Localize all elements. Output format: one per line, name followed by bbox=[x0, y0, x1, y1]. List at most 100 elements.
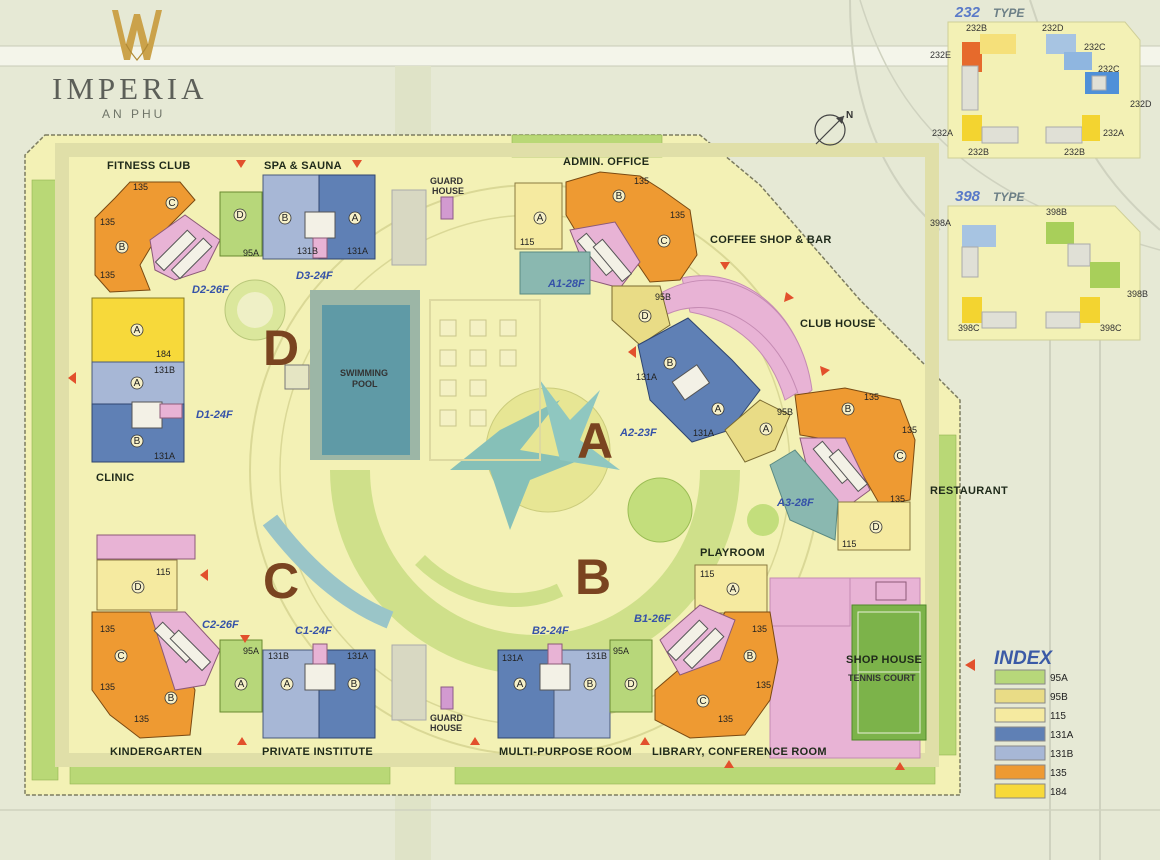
tower-labels: D2-26F D3-24F D1-24F A1-28F A2-23F A3-28… bbox=[192, 270, 814, 637]
circle-d-a2: D bbox=[641, 311, 648, 322]
label-232c-1: 232C bbox=[1084, 42, 1106, 52]
unit-95a: 95A bbox=[613, 646, 629, 656]
label-admin-office: ADMIN. OFFICE bbox=[563, 156, 649, 168]
brand-emblem bbox=[112, 10, 162, 60]
inner-road bbox=[55, 143, 939, 767]
circle-d-c2: D bbox=[134, 582, 141, 593]
index-label: 131A bbox=[1050, 730, 1074, 741]
circle-b-d2: B bbox=[119, 242, 126, 253]
label-232c-2: 232C bbox=[1098, 64, 1120, 74]
tower-label-b2: B2-24F bbox=[532, 625, 569, 637]
unit-135: 135 bbox=[670, 210, 685, 220]
unit-135: 135 bbox=[864, 392, 879, 402]
unit-135: 135 bbox=[100, 217, 115, 227]
index-label: 135 bbox=[1050, 768, 1067, 779]
zone-d: D bbox=[263, 320, 299, 376]
circle-b-a2: B bbox=[667, 358, 674, 369]
unit-135: 135 bbox=[100, 682, 115, 692]
label-232a-left: 232A bbox=[932, 128, 953, 138]
small-labels: GUARD HOUSE SWIMMING POOL TENNIS COURT G… bbox=[340, 176, 916, 733]
circle-b-b2: B bbox=[587, 679, 594, 690]
type-398-number: 398 bbox=[955, 188, 981, 205]
tower-label-a2: A2-23F bbox=[619, 427, 657, 439]
index-swatch bbox=[994, 669, 1046, 685]
label-restaurant: RESTAURANT bbox=[930, 485, 1008, 497]
tower-label-d3: D3-24F bbox=[296, 270, 333, 282]
parking-top bbox=[391, 189, 427, 266]
tower-label-c2: C2-26F bbox=[202, 619, 239, 631]
unit-131a: 131A bbox=[502, 653, 523, 663]
label-fitness-club: FITNESS CLUB bbox=[107, 160, 191, 172]
label-232d-right: 232D bbox=[1130, 99, 1152, 109]
label-guard-house-bottom-1: GUARD bbox=[430, 713, 463, 723]
circle-b-a3: B bbox=[845, 404, 852, 415]
circle-b-c1: B bbox=[351, 679, 358, 690]
north-label: N bbox=[846, 110, 853, 121]
label-pool-2: POOL bbox=[352, 379, 378, 389]
tower-label-a3: A3-28F bbox=[776, 497, 814, 509]
brand-logo: IMPERIA AN PHU bbox=[52, 10, 203, 121]
index-label: 184 bbox=[1050, 787, 1067, 798]
index-swatch bbox=[994, 688, 1046, 704]
circle-a-c1b: A bbox=[284, 679, 291, 690]
label-232e: 232E bbox=[930, 50, 951, 60]
label-398b-top: 398B bbox=[1046, 207, 1067, 217]
circle-c-c2: C bbox=[117, 651, 124, 662]
unit-131a: 131A bbox=[636, 372, 657, 382]
unit-131a: 131A bbox=[347, 651, 368, 661]
type-232-number: 232 bbox=[954, 4, 981, 21]
unit-131a: 131A bbox=[347, 246, 368, 256]
label-coffee-shop: COFFEE SHOP & BAR bbox=[710, 234, 832, 246]
clubhouse bbox=[649, 279, 813, 401]
circle-a-b1: A bbox=[730, 584, 737, 595]
unit-135: 135 bbox=[100, 624, 115, 634]
circle-b-a1: B bbox=[616, 191, 623, 202]
unit-95b: 95B bbox=[777, 407, 793, 417]
unit-115: 115 bbox=[520, 237, 534, 247]
tower-label-d1: D1-24F bbox=[196, 409, 233, 421]
index-label: 115 bbox=[1050, 711, 1066, 722]
circle-d-d3: D bbox=[236, 210, 243, 221]
unit-135: 135 bbox=[902, 425, 917, 435]
pool-pavilion bbox=[284, 364, 310, 390]
label-clinic: CLINIC bbox=[96, 472, 134, 484]
unit-135: 135 bbox=[890, 494, 905, 504]
label-shop-house: SHOP HOUSE bbox=[846, 654, 922, 666]
unit-95a: 95A bbox=[243, 646, 259, 656]
unit-131b: 131B bbox=[297, 246, 318, 256]
label-club-house: CLUB HOUSE bbox=[800, 318, 876, 330]
circle-c-d2: C bbox=[168, 198, 175, 209]
label-232b-br: 232B bbox=[1064, 147, 1085, 157]
label-398c-right: 398C bbox=[1100, 323, 1122, 333]
circle-a-d3: A bbox=[352, 213, 359, 224]
circle-a-b2: A bbox=[517, 679, 524, 690]
unit-115: 115 bbox=[156, 567, 170, 577]
label-398c-left: 398C bbox=[958, 323, 980, 333]
circle-a-d1: A bbox=[134, 378, 141, 389]
unit-markers: C B A A B D B A A B C D B A A B C D D C … bbox=[100, 176, 917, 724]
unit-95a: 95A bbox=[243, 248, 259, 258]
label-tennis-court: TENNIS COURT bbox=[848, 673, 916, 683]
facility-labels: FITNESS CLUB SPA & SAUNA ADMIN. OFFICE C… bbox=[96, 156, 1008, 758]
unit-135: 135 bbox=[752, 624, 767, 634]
unit-131b: 131B bbox=[154, 365, 175, 375]
zone-c: C bbox=[263, 553, 299, 609]
circle-d-a3: D bbox=[872, 522, 879, 533]
label-398a: 398A bbox=[930, 218, 951, 228]
circle-c-a1: C bbox=[660, 236, 667, 247]
unit-95b: 95B bbox=[655, 292, 671, 302]
label-multi-purpose-room: MULTI-PURPOSE ROOM bbox=[499, 746, 632, 758]
label-guard-house-top-2: HOUSE bbox=[432, 186, 464, 196]
label-spa-sauna: SPA & SAUNA bbox=[264, 160, 342, 172]
label-kindergarten: KINDERGARTEN bbox=[110, 746, 202, 758]
guard-house-top bbox=[440, 196, 454, 220]
unit-131b: 131B bbox=[268, 651, 289, 661]
brand-sub: AN PHU bbox=[102, 107, 165, 121]
tower-b bbox=[497, 564, 779, 739]
label-232b-top: 232B bbox=[966, 23, 987, 33]
index-swatch bbox=[994, 783, 1046, 799]
